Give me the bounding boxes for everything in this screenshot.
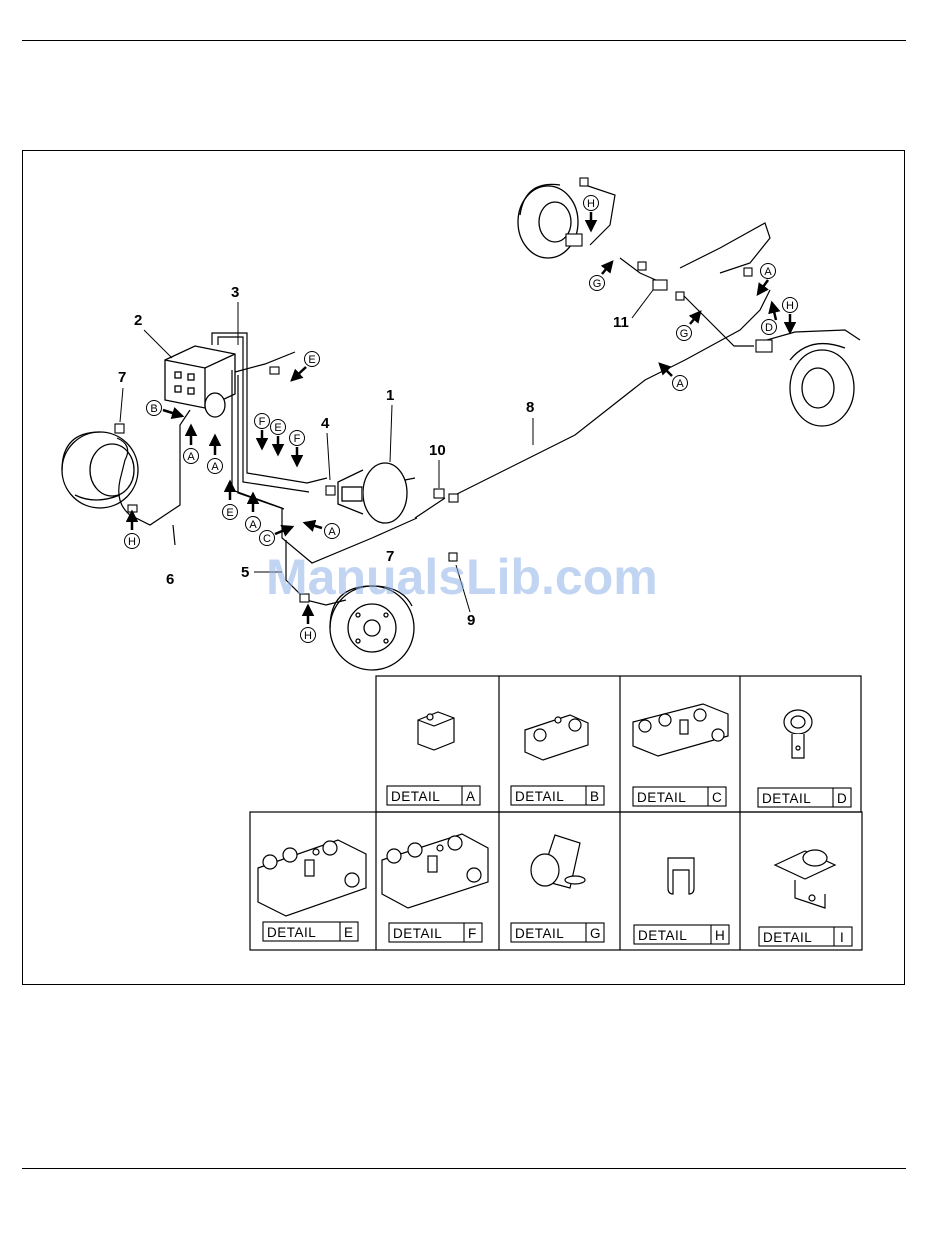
callout-2: 2 <box>134 312 142 329</box>
svg-text:C: C <box>712 790 722 805</box>
svg-text:DETAIL: DETAIL <box>391 789 440 804</box>
svg-text:H: H <box>304 630 312 642</box>
hydraulic-unit <box>165 346 235 417</box>
svg-text:DETAIL: DETAIL <box>267 925 316 940</box>
detail-label-b: DETAIL B <box>511 786 604 805</box>
clip-e-icon <box>258 840 366 916</box>
svg-text:E: E <box>308 354 315 366</box>
svg-text:H: H <box>587 198 595 210</box>
clip-g-icon <box>531 835 585 888</box>
svg-text:DETAIL: DETAIL <box>515 789 564 804</box>
svg-text:C: C <box>263 533 271 545</box>
svg-text:A: A <box>249 519 257 531</box>
callout-3: 3 <box>231 284 239 301</box>
svg-text:DETAIL: DETAIL <box>762 791 811 806</box>
svg-text:B: B <box>150 403 157 415</box>
svg-text:G: G <box>593 278 602 290</box>
detail-label-d: DETAIL D <box>758 788 851 807</box>
svg-text:DETAIL: DETAIL <box>637 790 686 805</box>
svg-text:G: G <box>680 328 689 340</box>
detail-label-a: DETAIL A <box>387 786 480 805</box>
svg-text:G: G <box>590 926 601 941</box>
svg-text:DETAIL: DETAIL <box>638 928 687 943</box>
svg-text:E: E <box>226 507 233 519</box>
svg-text:A: A <box>466 789 476 804</box>
svg-text:H: H <box>786 300 794 312</box>
clip-d-icon <box>784 710 812 758</box>
svg-text:A: A <box>328 526 336 538</box>
clip-b-icon <box>525 715 588 760</box>
callout-4: 4 <box>321 415 330 432</box>
clip-f-icon <box>382 834 488 908</box>
detail-label-e: DETAIL E <box>263 922 358 941</box>
clip-a-icon <box>418 712 454 750</box>
svg-text:DETAIL: DETAIL <box>763 930 812 945</box>
svg-text:F: F <box>259 416 266 428</box>
callout-8: 8 <box>526 399 534 416</box>
svg-text:B: B <box>590 789 600 804</box>
svg-text:F: F <box>294 433 301 445</box>
svg-text:D: D <box>837 791 847 806</box>
svg-text:DETAIL: DETAIL <box>393 926 442 941</box>
svg-text:F: F <box>468 926 477 941</box>
callout-5: 5 <box>241 564 249 581</box>
clip-c-icon <box>633 704 728 756</box>
left-brake-disc <box>62 432 138 508</box>
callout-10: 10 <box>429 442 446 459</box>
svg-text:H: H <box>715 928 725 943</box>
svg-text:A: A <box>676 378 684 390</box>
rear-left-brake-disc <box>518 184 578 258</box>
clip-i-icon <box>775 850 835 908</box>
svg-text:A: A <box>764 266 772 278</box>
detail-label-f: DETAIL F <box>389 923 482 942</box>
clip-h-icon <box>668 858 694 894</box>
detail-label-h: DETAIL H <box>634 925 729 944</box>
svg-text:E: E <box>344 925 354 940</box>
callout-9: 9 <box>467 612 475 629</box>
svg-text:E: E <box>274 422 281 434</box>
rear-right-brake-disc <box>790 344 854 426</box>
svg-text:D: D <box>765 322 773 334</box>
master-cylinder-booster <box>338 463 415 523</box>
svg-text:DETAIL: DETAIL <box>515 926 564 941</box>
callout-11: 11 <box>613 314 629 331</box>
detail-part-sketches <box>258 704 835 916</box>
watermark: ManualsLib.com <box>266 549 658 605</box>
svg-text:H: H <box>128 536 136 548</box>
callout-1: 1 <box>386 387 394 404</box>
detail-label-c: DETAIL C <box>633 787 726 806</box>
detail-label-i: DETAIL I <box>759 927 852 946</box>
detail-label-g: DETAIL G <box>511 923 604 942</box>
svg-text:A: A <box>187 451 195 463</box>
svg-text:I: I <box>840 930 844 945</box>
callout-7a: 7 <box>118 369 126 386</box>
svg-text:A: A <box>211 461 219 473</box>
callout-6: 6 <box>166 571 174 588</box>
